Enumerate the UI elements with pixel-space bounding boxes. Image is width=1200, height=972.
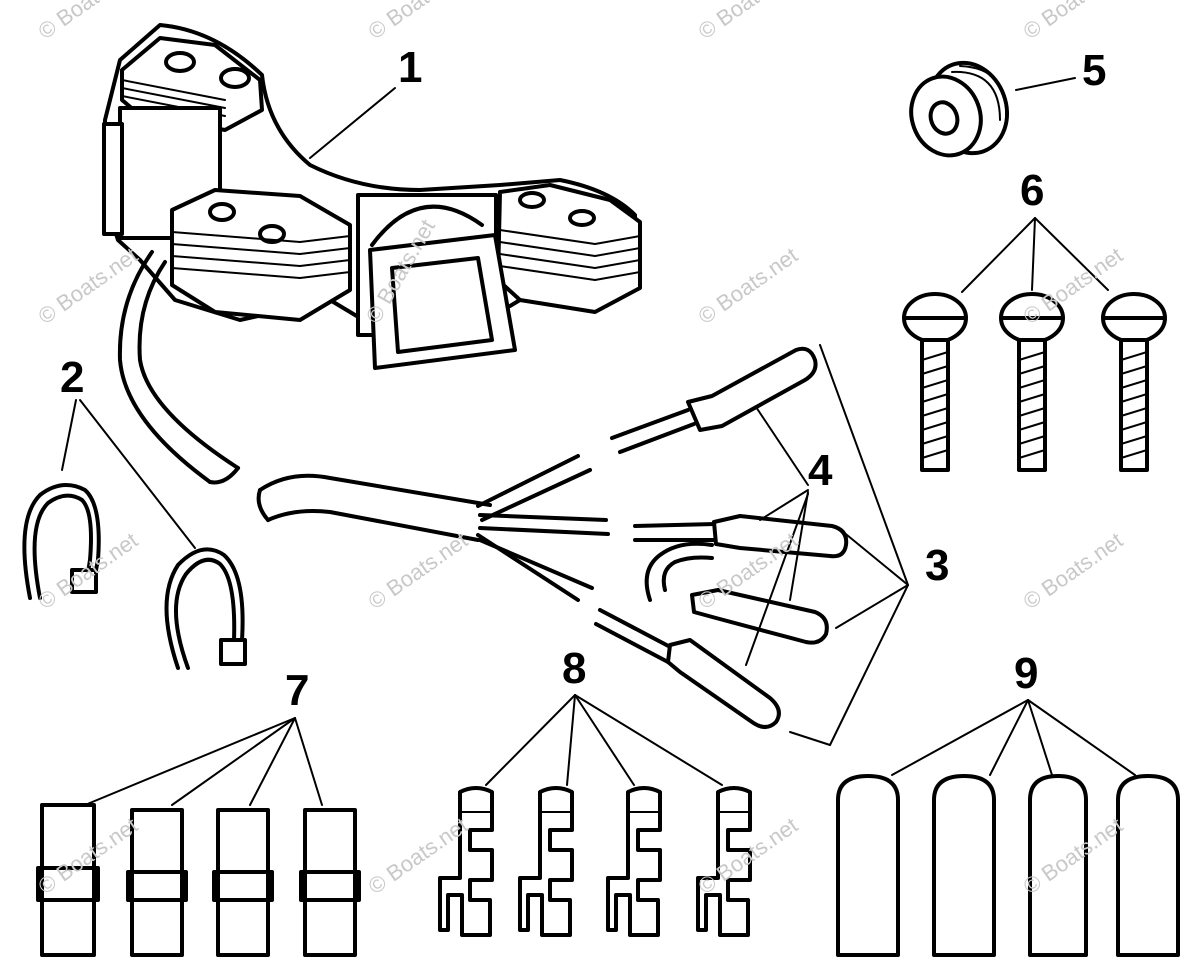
screw-icon[interactable] [902,292,1167,472]
leader-lines [61,77,1136,806]
wire-lead-terminal-icon[interactable] [594,346,849,729]
watermark: © Boats.net [694,242,803,329]
callout-5: 5 [1082,46,1106,95]
grommet-icon[interactable] [900,52,1019,165]
watermark: © Boats.net [694,0,803,44]
terminal-pin-icon[interactable] [438,786,752,937]
watermark: © Boats.net [34,0,143,44]
callout-3: 3 [925,541,949,590]
cable-tie-icon[interactable] [22,483,247,670]
callout-4: 4 [808,446,833,495]
watermark: © Boats.net [364,0,473,44]
stator-coil-assembly-icon[interactable] [102,23,642,370]
watermark: © Boats.net [1019,527,1128,614]
connector-sleeve-icon[interactable] [36,803,361,957]
callout-8: 8 [562,644,586,693]
callout-6: 6 [1020,166,1044,215]
terminal-boot-icon[interactable] [836,774,1180,957]
watermark: © Boats.net [1019,0,1128,44]
stator-lead-cable-icon [117,250,610,602]
callout-7: 7 [285,666,309,715]
watermark: © Boats.net [364,527,473,614]
watermark: © Boats.net [34,527,143,614]
callout-9: 9 [1014,649,1038,698]
watermark: © Boats.net [34,242,143,329]
callout-numbers: 1 2 3 4 5 6 7 8 9 [60,43,1106,715]
callout-1: 1 [398,43,422,92]
callout-2: 2 [60,353,84,402]
